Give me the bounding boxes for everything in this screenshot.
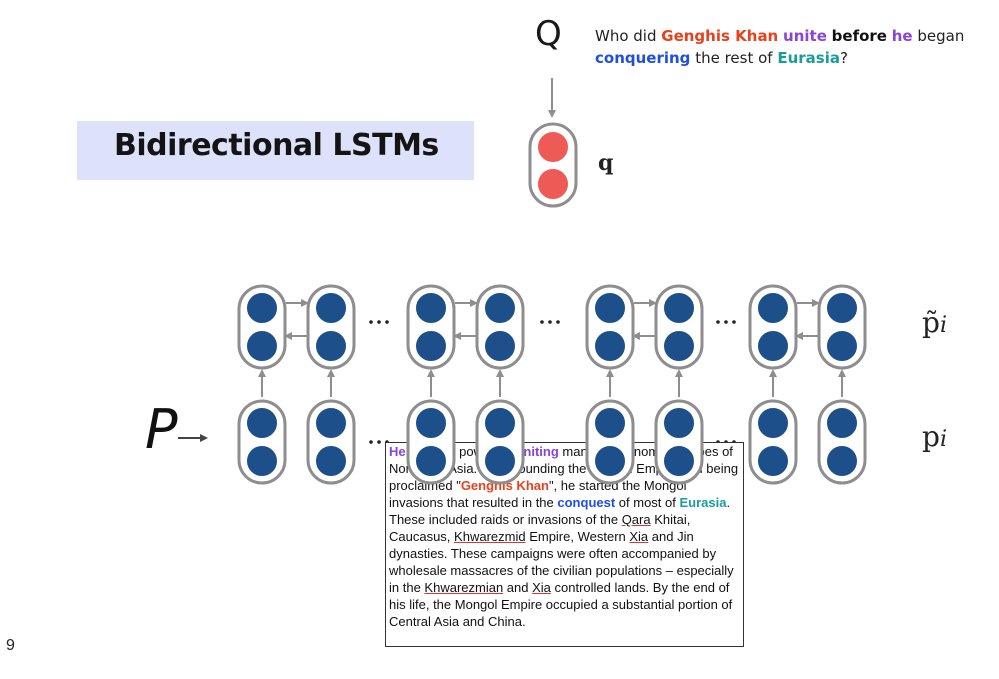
q-cell-top [536, 130, 570, 164]
p-tilde-label: p̃i [922, 306, 947, 339]
question-fragment: Who did [595, 27, 662, 45]
passage-fragment: Khwarezmid [454, 529, 526, 544]
question-fragment: Eurasia [777, 49, 840, 67]
q-vector-label: q [598, 150, 614, 176]
q-cell-bottom [536, 167, 570, 201]
passage-fragment: ", he started the Mongol invasions that … [389, 478, 687, 510]
passage-fragment: Xia [532, 580, 551, 595]
question-fragment: unite [783, 27, 827, 45]
passage-symbol: P [145, 398, 178, 461]
question-fragment: before [831, 27, 887, 45]
top-row-ellipses [369, 320, 736, 324]
p-i-label: pi [922, 420, 947, 453]
question-fragment: ? [839, 49, 848, 67]
p-tilde-symbol: p̃ [922, 306, 940, 339]
question-vector [528, 122, 578, 208]
p-subscript: i [939, 427, 947, 452]
passage-fragment: conquest [557, 495, 616, 510]
title-banner [77, 121, 474, 180]
passage-fragment: Eurasia [679, 495, 727, 510]
passage-fragment: and Jin dynasties. These campaigns were … [389, 529, 734, 595]
p-symbol: p [922, 420, 940, 453]
passage-fragment: uniting [515, 444, 559, 459]
slide-title: Bidirectional LSTMs [114, 128, 439, 163]
passage-fragment: controlled lands. By the end of his life… [389, 580, 733, 629]
passage-fragment: Khitai, Caucasus, [389, 512, 691, 544]
passage-text-box: He came to power by uniting many of the … [385, 442, 744, 647]
passage-fragment: . These included raids or invasions of t… [389, 495, 731, 527]
passage-fragment: came to power by [405, 444, 516, 459]
passage-fragment: and [503, 580, 533, 595]
question-fragment: the rest of [690, 49, 778, 67]
page-number: 9 [6, 637, 15, 654]
question-fragment: Genghis Khan [661, 27, 779, 45]
passage-fragment: Khwarezmian [424, 580, 504, 595]
question-fragment: began [917, 27, 965, 45]
passage-fragment: Qara [621, 512, 651, 527]
passage-fragment: Empire, Western [525, 529, 630, 544]
p-tilde-subscript: i [939, 313, 947, 338]
question-text: Who did Genghis Khan unite before he beg… [595, 25, 999, 69]
question-fragment: conquering [595, 49, 691, 67]
passage-fragment: Xia [629, 529, 649, 544]
question-fragment: he [891, 27, 913, 45]
question-symbol: Q [535, 14, 562, 54]
passage-fragment: of most of [615, 495, 680, 510]
passage-fragment: After [480, 461, 512, 476]
passage-fragment: Genghis Khan [460, 478, 549, 493]
passage-fragment: He [389, 444, 406, 459]
